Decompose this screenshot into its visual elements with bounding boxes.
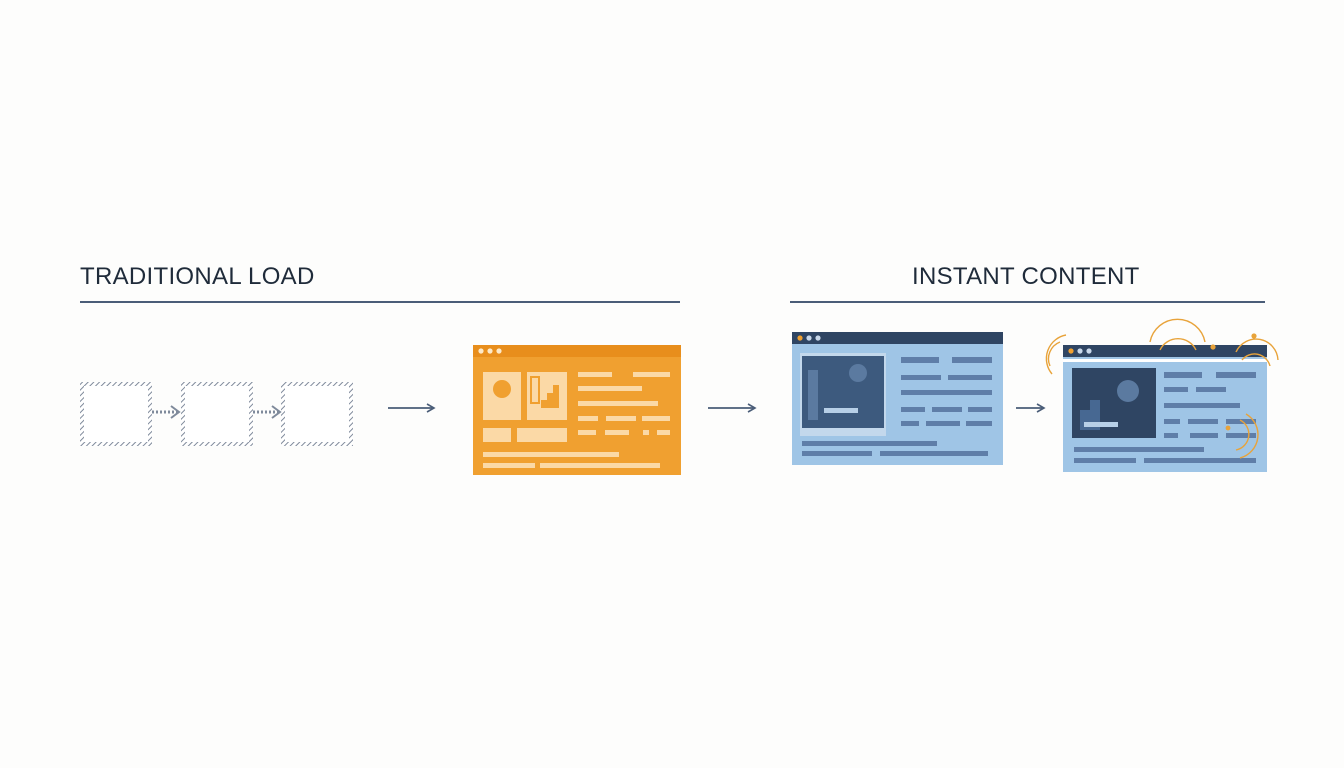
activity-rings — [1045, 318, 1279, 459]
browser-window-icon — [1063, 345, 1267, 472]
placeholder-box-icon — [181, 382, 253, 446]
arrow-right-icon — [253, 405, 282, 419]
chart-icon — [527, 372, 567, 420]
traditional-load-title: TRADITIONAL LOAD — [80, 263, 315, 290]
browser-window-icon — [473, 345, 681, 475]
image-icon — [483, 372, 521, 420]
browser-window-icon — [792, 332, 1003, 465]
placeholder-box-icon — [80, 382, 152, 446]
image-icon — [1072, 368, 1156, 438]
placeholder-box-icon — [281, 382, 353, 446]
arrow-right-icon — [152, 405, 181, 419]
instant-content-divider — [790, 301, 1265, 303]
traditional-load-divider — [80, 301, 680, 303]
instant-content-title: INSTANT CONTENT — [912, 263, 1140, 290]
image-icon — [800, 353, 886, 436]
